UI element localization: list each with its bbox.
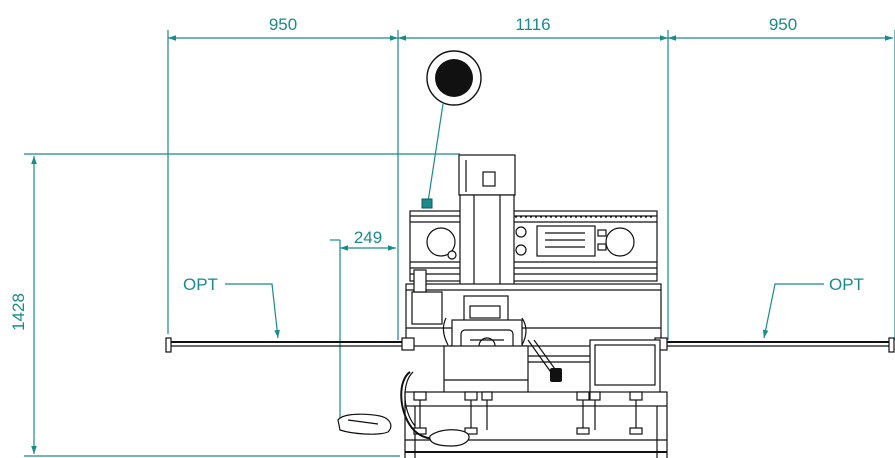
clamp-5 <box>589 391 601 430</box>
dimension-label-height: 1428 <box>9 293 28 331</box>
black-circle-indicator-icon <box>435 59 473 97</box>
dimension-top-center: 1116 <box>397 15 668 340</box>
clamp-1 <box>413 391 427 435</box>
main-body <box>401 269 668 351</box>
clamp-2 <box>464 391 478 435</box>
dimension-label-right-width: 950 <box>769 15 797 34</box>
dimension-label-center-width: 1116 <box>515 15 550 34</box>
lower-table <box>404 391 668 458</box>
dimension-label-offset: 249 <box>354 228 382 247</box>
machine-drawing <box>165 154 895 458</box>
clamp-4 <box>576 391 590 435</box>
right-extension-rail <box>662 337 895 353</box>
dimension-offset: 249 <box>330 228 396 418</box>
callout-right-optional: OPT <box>762 275 864 339</box>
indicator-callout <box>421 50 482 209</box>
right-side-box <box>528 339 661 397</box>
central-column <box>458 154 516 298</box>
left-handle <box>337 413 392 435</box>
callout-right-label: OPT <box>829 275 864 294</box>
dimension-top-right: 950 <box>667 15 895 340</box>
lower-housing <box>443 339 562 395</box>
clamp-6 <box>629 391 643 435</box>
dimension-label-left-width: 950 <box>269 15 297 34</box>
lower-handle <box>429 429 470 447</box>
callout-left-optional: OPT <box>183 275 280 339</box>
callout-left-label: OPT <box>183 275 218 294</box>
rear-frame <box>409 210 658 282</box>
dimension-top-left: 950 <box>167 15 398 334</box>
clamp-3 <box>481 391 493 430</box>
left-extension-rail <box>165 337 402 353</box>
dimension-height: 1428 <box>9 153 460 457</box>
